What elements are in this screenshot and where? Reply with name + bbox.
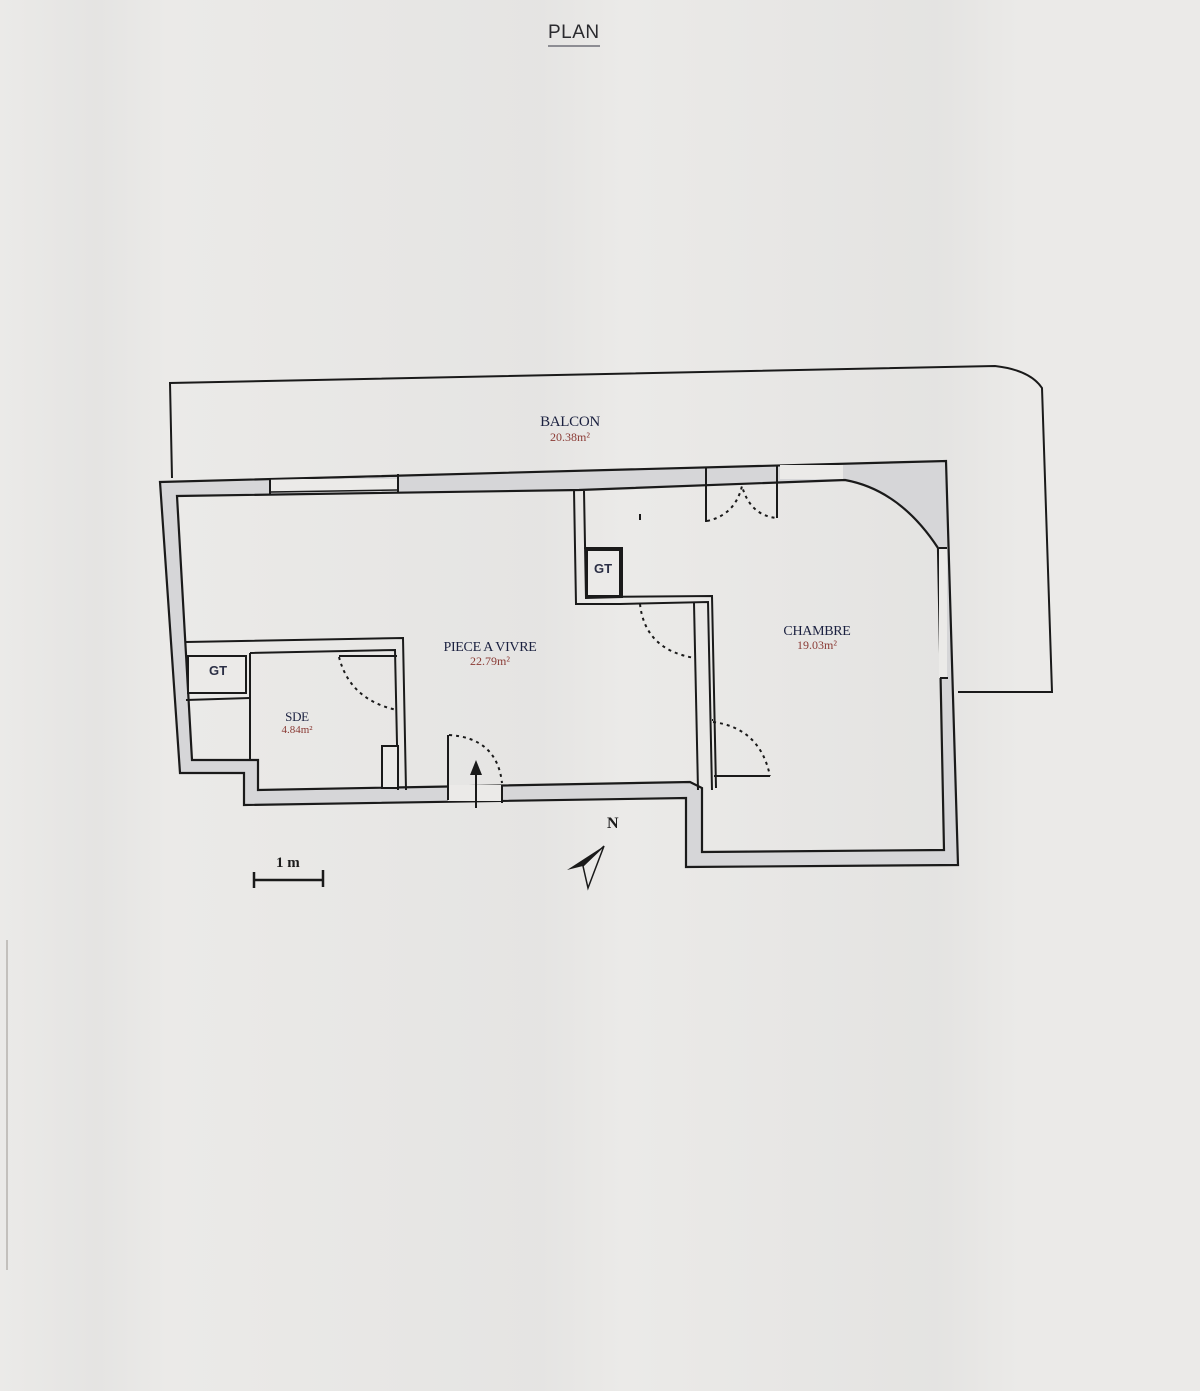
- gt-left-box: [187, 655, 247, 694]
- door-swing-chambre: [712, 721, 771, 777]
- room-area: 4.84m²: [281, 724, 313, 737]
- room-name: BALCON: [540, 414, 600, 430]
- room-name: SDE: [285, 709, 309, 724]
- north-label: N: [607, 815, 619, 832]
- partition-wall: [573, 489, 713, 791]
- room-name: PIECE A VIVRE: [443, 640, 537, 655]
- gt-center-box: [586, 549, 621, 597]
- room-area: 22.79m²: [470, 654, 510, 669]
- gt-left-label: GT: [208, 663, 228, 678]
- door-swing-gt: [639, 603, 696, 659]
- scale-bar-icon: [252, 870, 325, 888]
- door-swing-sde: [338, 656, 398, 711]
- exterior-wall: [158, 459, 960, 869]
- room-area: 20.38m²: [550, 429, 590, 444]
- scale-label: 1 m: [276, 855, 300, 871]
- balcony-outline: [168, 364, 1054, 693]
- plan-title: PLAN: [548, 22, 600, 47]
- paper-edge: [6, 940, 8, 1270]
- room-label-balcon: BALCON 20.38m²: [525, 414, 615, 444]
- sde-wall: [249, 648, 399, 791]
- gt-center-label: GT: [593, 561, 613, 576]
- room-name: CHAMBRE: [783, 624, 851, 639]
- entry-arrow-icon: [470, 760, 482, 808]
- north-arrow-icon: [567, 845, 605, 891]
- room-area: 19.03m²: [797, 638, 837, 653]
- room-label-chambre: CHAMBRE 19.03m²: [762, 624, 872, 653]
- room-label-piece-a-vivre: PIECE A VIVRE 22.79m²: [420, 640, 560, 669]
- room-label-sde: SDE 4.84m²: [262, 709, 332, 737]
- door-swing-entrance: [448, 734, 503, 784]
- double-door-swing: [706, 482, 777, 522]
